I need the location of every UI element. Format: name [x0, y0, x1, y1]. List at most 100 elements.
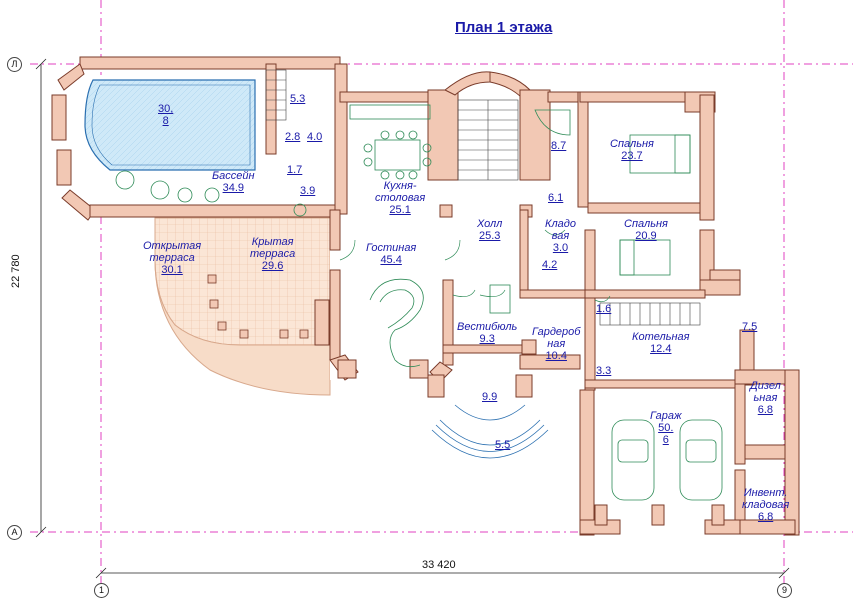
room-area: 1.7: [287, 164, 303, 176]
axis-marker-top: Л: [7, 57, 22, 72]
room-area: 8.7: [551, 140, 567, 152]
room-r42: 4.2: [542, 259, 557, 271]
doors: [339, 229, 611, 303]
room-area: 30,: [158, 103, 174, 115]
room-r40: 4.0: [307, 131, 322, 143]
room-area: 9.9: [482, 391, 498, 403]
room-area: 3.3: [596, 365, 612, 377]
covered-terrace-floor: [154, 217, 331, 346]
room-area: 30.1: [161, 264, 183, 276]
room-r53: 5.3: [290, 93, 305, 105]
room-area: 4.2: [542, 259, 558, 271]
room-area: 6: [662, 434, 669, 446]
room-area: 1.6: [596, 303, 612, 315]
room-pool: 30,8: [158, 103, 173, 127]
room-r17: 1.7: [287, 164, 302, 176]
room-name: вая: [551, 230, 570, 242]
spiral-stair: [369, 278, 424, 368]
room-name: Холл: [477, 218, 503, 230]
dimension-lines: [35, 58, 790, 579]
room-r39: 3.9: [300, 185, 315, 197]
room-area: 7.5: [742, 321, 758, 333]
room-area: 29.6: [261, 260, 284, 272]
room-name: Дизел: [750, 380, 781, 392]
room-name: Открытая: [143, 240, 202, 252]
room-area: 6.1: [548, 192, 564, 204]
room-name: Вестибюль: [457, 321, 518, 333]
room-r16: 1.6: [596, 303, 611, 315]
room-name: терраса: [250, 248, 296, 260]
room-name: столовая: [375, 192, 426, 204]
porch-steps: [431, 404, 549, 459]
stairs: [265, 69, 701, 326]
open-terrace-floor: [154, 259, 331, 396]
room-name: Кладо: [545, 218, 577, 230]
room-r33: 3.3: [596, 365, 611, 377]
room-area: 2.8: [285, 131, 301, 143]
room-name: Гараж: [650, 410, 682, 422]
room-r99: 9.9: [482, 391, 497, 403]
plan-title: План 1 этажа: [455, 19, 553, 36]
room-r87: 8.7: [551, 140, 566, 152]
room-name: Кухня-: [383, 180, 417, 192]
room-name: Спальня: [610, 138, 654, 150]
room-name: терраса: [149, 252, 195, 264]
room-name: ьная: [753, 392, 778, 404]
room-r75: 7.5: [742, 321, 757, 333]
room-area: 10.4: [545, 350, 567, 362]
room-area: 25.3: [478, 230, 501, 242]
room-name: Крытая: [251, 236, 294, 248]
room-r55: 5.5: [495, 439, 510, 451]
room-r28: 2.8: [285, 131, 300, 143]
porch: [440, 385, 531, 458]
room-name: Спальня: [624, 218, 668, 230]
room-r61: 6.1: [548, 192, 563, 204]
room-name: Бассейн: [212, 170, 255, 182]
room-area: 23.7: [621, 150, 643, 162]
room-area: 3.9: [300, 185, 316, 197]
room-name: Инвент.: [743, 487, 788, 499]
room-area: 4.0: [307, 131, 323, 143]
room-area: 5.3: [290, 93, 306, 105]
room-area: 3.0: [552, 242, 569, 254]
living-bay: [345, 380, 430, 400]
room-area: 12.4: [650, 343, 672, 355]
axis-marker-left: 1: [94, 583, 109, 598]
room-area: 6.8: [757, 404, 774, 416]
terrace-columns: [207, 274, 309, 339]
furniture: [115, 104, 723, 501]
axis-marker-bottom: А: [7, 525, 22, 540]
pool-water: [84, 79, 256, 171]
room-area: 34.9: [222, 182, 244, 194]
room-area: 20.9: [635, 230, 657, 242]
room-name: Гардероб: [532, 326, 581, 338]
room-name: кладовая: [742, 499, 790, 511]
width-dimension: 33 420: [422, 559, 456, 571]
room-area: 25.1: [389, 204, 411, 216]
room-area: 9.3: [479, 333, 495, 345]
room-name: ная: [547, 338, 566, 350]
room-area: 50.: [658, 422, 674, 434]
axis-marker-right: 9: [777, 583, 792, 598]
room-area: 8: [162, 115, 169, 127]
room-name: Котельная: [632, 331, 690, 343]
room-area: 5.5: [495, 439, 511, 451]
room-name: Гостиная: [366, 242, 417, 254]
height-dimension: 22 780: [10, 254, 22, 288]
